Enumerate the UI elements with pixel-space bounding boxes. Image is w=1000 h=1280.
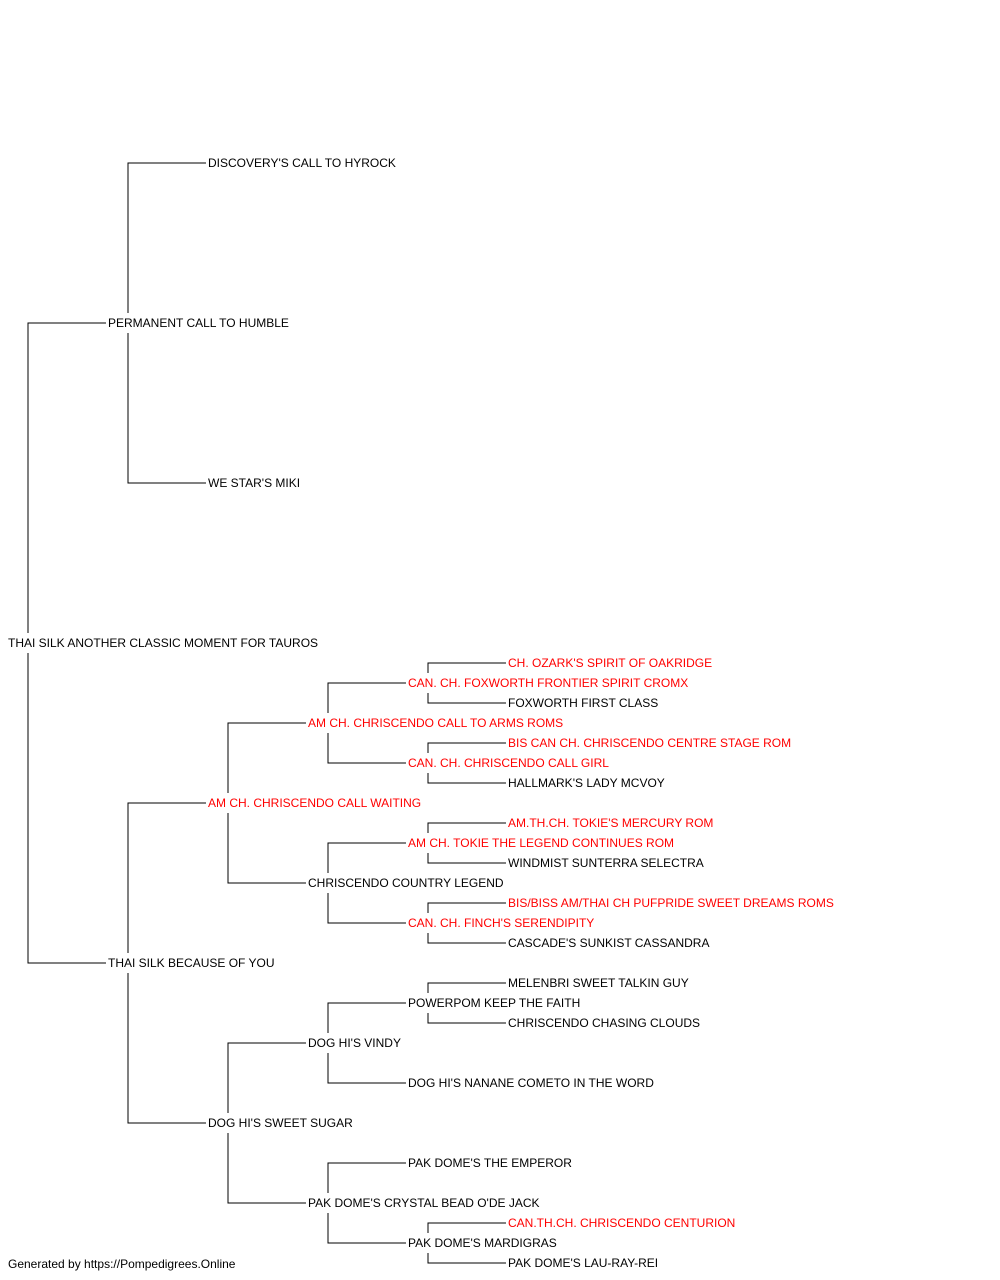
- pedigree-sire-connector: [27, 322, 106, 633]
- pedigree-dam-dam-dam-dam-dam-connector: [427, 1253, 506, 1264]
- footer-credit: Generated by https://Pompedigrees.Online: [8, 1257, 236, 1271]
- pedigree-dam-sire-dam-sire-sire-connector: [427, 822, 506, 833]
- pedigree-dam-dam-sire-sire-dam-connector: [427, 1013, 506, 1024]
- pedigree-dam-dam-sire-sire: POWERPOM KEEP THE FAITH: [408, 996, 580, 1010]
- pedigree-dam-dam-dam-connector: [227, 1133, 306, 1204]
- pedigree-dam-sire-sire-sire-sire-connector: [427, 662, 506, 673]
- pedigree-dam-dam-dam-dam: PAK DOME'S MARDIGRAS: [408, 1236, 557, 1250]
- pedigree-dam-dam-sire-connector: [227, 1042, 306, 1113]
- pedigree-dam-sire-sire-dam-sire-connector: [427, 742, 506, 753]
- pedigree-dam-dam-sire-sire-dam: CHRISCENDO CHASING CLOUDS: [508, 1016, 700, 1030]
- pedigree-dam-sire-sire-dam: CAN. CH. CHRISCENDO CALL GIRL: [408, 756, 609, 770]
- pedigree-dam-sire-dam: CHRISCENDO COUNTRY LEGEND: [308, 876, 504, 890]
- pedigree-dam-dam: DOG HI'S SWEET SUGAR: [208, 1116, 353, 1130]
- pedigree-dam-dam-connector: [127, 973, 206, 1124]
- pedigree-dam-dam-dam-sire: PAK DOME'S THE EMPEROR: [408, 1156, 572, 1170]
- pedigree-dam-dam-dam-sire-connector: [327, 1162, 406, 1193]
- pedigree-dam-dam-sire-dam-connector: [327, 1053, 406, 1084]
- pedigree-dam-dam-sire-dam: DOG HI'S NANANE COMETO IN THE WORD: [408, 1076, 654, 1090]
- pedigree-dam-sire-dam-dam-sire: BIS/BISS AM/THAI CH PUFPRIDE SWEET DREAM…: [508, 896, 834, 910]
- pedigree-dam-dam-dam-dam-sire-connector: [427, 1222, 506, 1233]
- pedigree-dam-sire-dam-dam-dam: CASCADE'S SUNKIST CASSANDRA: [508, 936, 709, 950]
- pedigree-dam-dam-dam-dam-sire: CAN.TH.CH. CHRISCENDO CENTURION: [508, 1216, 735, 1230]
- pedigree-sire: PERMANENT CALL TO HUMBLE: [108, 316, 289, 330]
- pedigree-dam-dam-sire-sire-connector: [327, 1002, 406, 1033]
- pedigree-dam-sire-dam-sire-dam: WINDMIST SUNTERRA SELECTRA: [508, 856, 704, 870]
- pedigree-dam-sire-sire-sire-dam-connector: [427, 693, 506, 704]
- pedigree-dam-sire-connector: [127, 802, 206, 953]
- pedigree-sire-dam: WE STAR'S MIKI: [208, 476, 300, 490]
- pedigree-dam-sire-sire-sire-sire: CH. OZARK'S SPIRIT OF OAKRIDGE: [508, 656, 712, 670]
- pedigree-dam-sire-dam-dam-sire-connector: [427, 902, 506, 913]
- pedigree-dam-sire: AM CH. CHRISCENDO CALL WAITING: [208, 796, 421, 810]
- pedigree-dam-sire-dam-sire-dam-connector: [427, 853, 506, 864]
- pedigree-dam-dam-sire-sire-sire-connector: [427, 982, 506, 993]
- pedigree-dam-dam-sire-sire-sire: MELENBRI SWEET TALKIN GUY: [508, 976, 689, 990]
- pedigree-dam-dam-dam-dam-connector: [327, 1213, 406, 1244]
- pedigree-dam-sire-sire-dam-dam-connector: [427, 773, 506, 784]
- pedigree-sire-dam-connector: [127, 333, 206, 484]
- pedigree-dam-sire-sire-sire-connector: [327, 682, 406, 713]
- pedigree-dam-sire-sire-dam-sire: BIS CAN CH. CHRISCENDO CENTRE STAGE ROM: [508, 736, 791, 750]
- pedigree-dam-sire-dam-dam-connector: [327, 893, 406, 924]
- pedigree-dam-sire-sire-dam-connector: [327, 733, 406, 764]
- pedigree: THAI SILK ANOTHER CLASSIC MOMENT FOR TAU…: [8, 636, 318, 650]
- pedigree-dam: THAI SILK BECAUSE OF YOU: [108, 956, 275, 970]
- pedigree-dam-sire-sire-connector: [227, 722, 306, 793]
- pedigree-dam-sire-dam-dam: CAN. CH. FINCH'S SERENDIPITY: [408, 916, 594, 930]
- pedigree-dam-dam-sire: DOG HI'S VINDY: [308, 1036, 401, 1050]
- pedigree-dam-dam-dam-dam-dam: PAK DOME'S LAU-RAY-REI: [508, 1256, 658, 1270]
- pedigree-dam-dam-dam: PAK DOME'S CRYSTAL BEAD O'DE JACK: [308, 1196, 540, 1210]
- pedigree-dam-sire-dam-dam-dam-connector: [427, 933, 506, 944]
- pedigree-dam-sire-sire-dam-dam: HALLMARK'S LADY MCVOY: [508, 776, 665, 790]
- pedigree-dam-sire-sire: AM CH. CHRISCENDO CALL TO ARMS ROMS: [308, 716, 563, 730]
- pedigree-dam-sire-dam-connector: [227, 813, 306, 884]
- pedigree-dam-sire-dam-sire-connector: [327, 842, 406, 873]
- pedigree-dam-connector: [27, 653, 106, 964]
- pedigree-dam-sire-dam-sire: AM CH. TOKIE THE LEGEND CONTINUES ROM: [408, 836, 674, 850]
- pedigree-sire-sire: DISCOVERY'S CALL TO HYROCK: [208, 156, 396, 170]
- pedigree-dam-sire-sire-sire-dam: FOXWORTH FIRST CLASS: [508, 696, 658, 710]
- pedigree-dam-sire-dam-sire-sire: AM.TH.CH. TOKIE'S MERCURY ROM: [508, 816, 713, 830]
- pedigree-dam-sire-sire-sire: CAN. CH. FOXWORTH FRONTIER SPIRIT CROMX: [408, 676, 688, 690]
- pedigree-sire-sire-connector: [127, 162, 206, 313]
